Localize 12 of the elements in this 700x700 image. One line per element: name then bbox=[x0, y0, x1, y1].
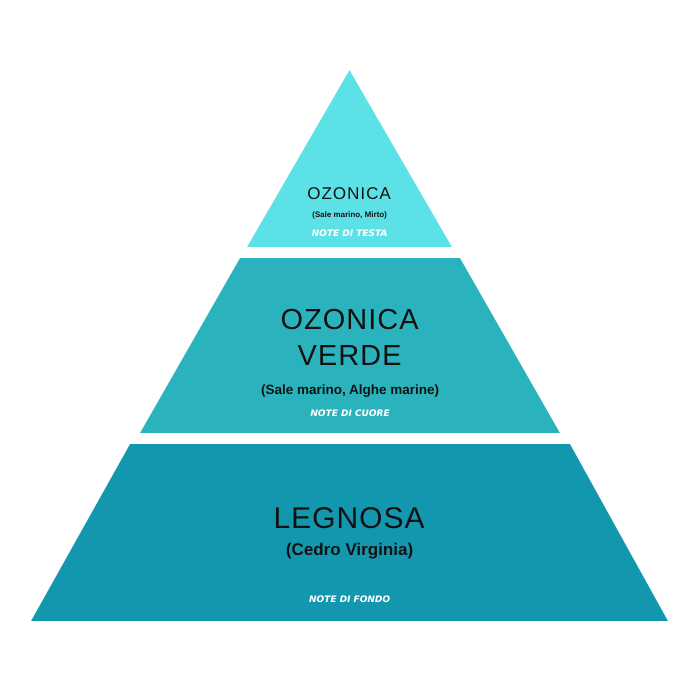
ingredients-text: (Cedro Virginia) bbox=[286, 540, 414, 560]
note-label: NOTE DI CUORE bbox=[310, 409, 390, 419]
pyramid-tier bbox=[31, 444, 668, 621]
note-label: NOTE DI TESTA bbox=[312, 229, 388, 239]
tier-title: OZONICA bbox=[306, 183, 393, 204]
tier-title: OZONICA VERDE bbox=[279, 303, 421, 374]
tier-title: LEGNOSA bbox=[272, 501, 427, 537]
pyramid-tier bbox=[140, 258, 560, 433]
pyramid-tier bbox=[247, 70, 452, 247]
note-label: NOTE DI FONDO bbox=[309, 595, 390, 605]
ingredients-text: (Sale marino, Mirto) bbox=[312, 210, 387, 219]
ingredients-text: (Sale marino, Alghe marine) bbox=[260, 382, 440, 397]
